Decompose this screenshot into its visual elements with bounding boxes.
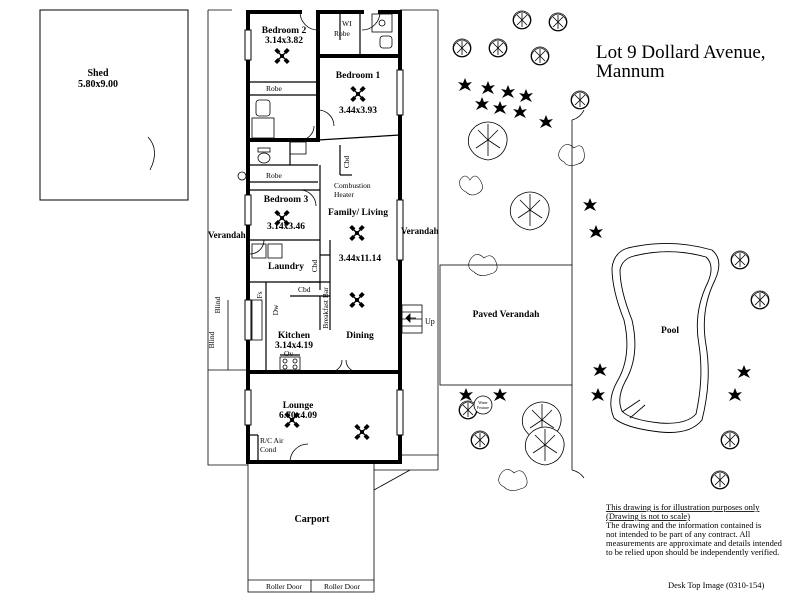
roller-door-label: Roller Door [266, 582, 303, 591]
kitchen-label: Kitchen [278, 331, 311, 341]
combustion-heater-label: Combustion [334, 181, 371, 190]
disclaimer-line: This drawing is for illustration purpose… [606, 502, 760, 512]
carport-outline [247, 461, 438, 593]
water-feature-label: Feature [477, 405, 489, 410]
laundry-label: Laundry [268, 262, 304, 272]
ceiling-fan-icon [350, 86, 366, 102]
water-feature-icon [473, 395, 493, 415]
shed-outline [39, 9, 189, 201]
kitchen-size: 3.14x4.19 [275, 341, 313, 351]
property-title: Lot 9 Dollard Avenue, [596, 42, 766, 63]
blind-label: Blind [207, 331, 216, 348]
ceiling-fan-icon [349, 292, 365, 308]
verandah-left-label: Verandah [208, 230, 246, 240]
paved-verandah-outline [439, 109, 585, 479]
wi-robe-label: WI [342, 19, 352, 28]
family-living-size: 3.44x11.14 [339, 254, 381, 264]
internal-walls [250, 12, 401, 460]
windows [244, 29, 404, 436]
garden-landscaping [452, 10, 770, 490]
blind-label: Blind [213, 296, 222, 313]
family-living-label: Family/ Living [328, 208, 388, 218]
shed-label: Shed [87, 68, 109, 79]
roller-door-label: Roller Door [324, 582, 361, 591]
disclaimer-line: not intended to be part of any contract.… [606, 529, 751, 539]
bedroom3-label: Bedroom 3 [264, 195, 309, 205]
robe-mid-label: Robe [266, 171, 283, 180]
up-label: Up [425, 317, 435, 326]
pool-outline [610, 243, 720, 433]
cbd-hall-label: Cbd [342, 156, 351, 169]
disclaimer-line: to be relied upon should be independentl… [606, 547, 779, 557]
verandah-outline [207, 9, 439, 470]
paved-verandah-label: Paved Verandah [473, 310, 540, 320]
wi-robe-label: Robe [334, 29, 351, 38]
robe-top-label: Robe [266, 84, 283, 93]
bedroom3-size: 3.14x3.46 [267, 222, 305, 232]
bedroom1-label: Bedroom 1 [336, 71, 381, 81]
dw-label: Dw [271, 304, 280, 315]
disclaimer-line: (Drawing is not to scale) [606, 511, 690, 521]
footer-credit: Desk Top Image (0310-154) [668, 580, 764, 590]
breakfast-bar-label: Breakfast Bar [321, 287, 330, 329]
pool-label: Pool [661, 326, 679, 336]
ceiling-fan-icon [349, 225, 365, 241]
combustion-heater-label: Heater [334, 190, 354, 199]
property-title: Mannum [596, 61, 665, 82]
rc-air-label: R/C Air [260, 436, 284, 445]
verandah-right-label: Verandah [401, 226, 439, 236]
fs-label: Fs [255, 291, 264, 298]
ceiling-fan-icon [354, 424, 370, 440]
carport-label: Carport [295, 514, 331, 525]
cbd-kitchen-label: Cbd [298, 285, 311, 294]
steps [401, 304, 423, 334]
dining-label: Dining [346, 331, 374, 341]
ov-label: Ov [284, 349, 293, 358]
cbd-laundry-label: Cbd [310, 260, 319, 273]
ceiling-fan-icon [274, 48, 290, 64]
rc-air-label: Cond [260, 445, 277, 454]
disclaimer-line: The drawing and the information containe… [606, 520, 761, 530]
disclaimer-line: measurements are approximate and details… [606, 538, 783, 548]
lounge-label: Lounge [283, 401, 314, 411]
bedroom2-label: Bedroom 2 [262, 26, 307, 36]
bedroom2-size: 3.14x3.82 [265, 36, 303, 46]
lounge-size: 6.70x4.09 [279, 411, 317, 421]
water-feature-label: Water [478, 400, 488, 405]
shed-size: 5.80x9.00 [78, 79, 118, 90]
shrub-outlines [459, 144, 585, 491]
bedroom1-size: 3.44x3.93 [339, 106, 377, 116]
bathroom-fixtures [251, 13, 393, 371]
